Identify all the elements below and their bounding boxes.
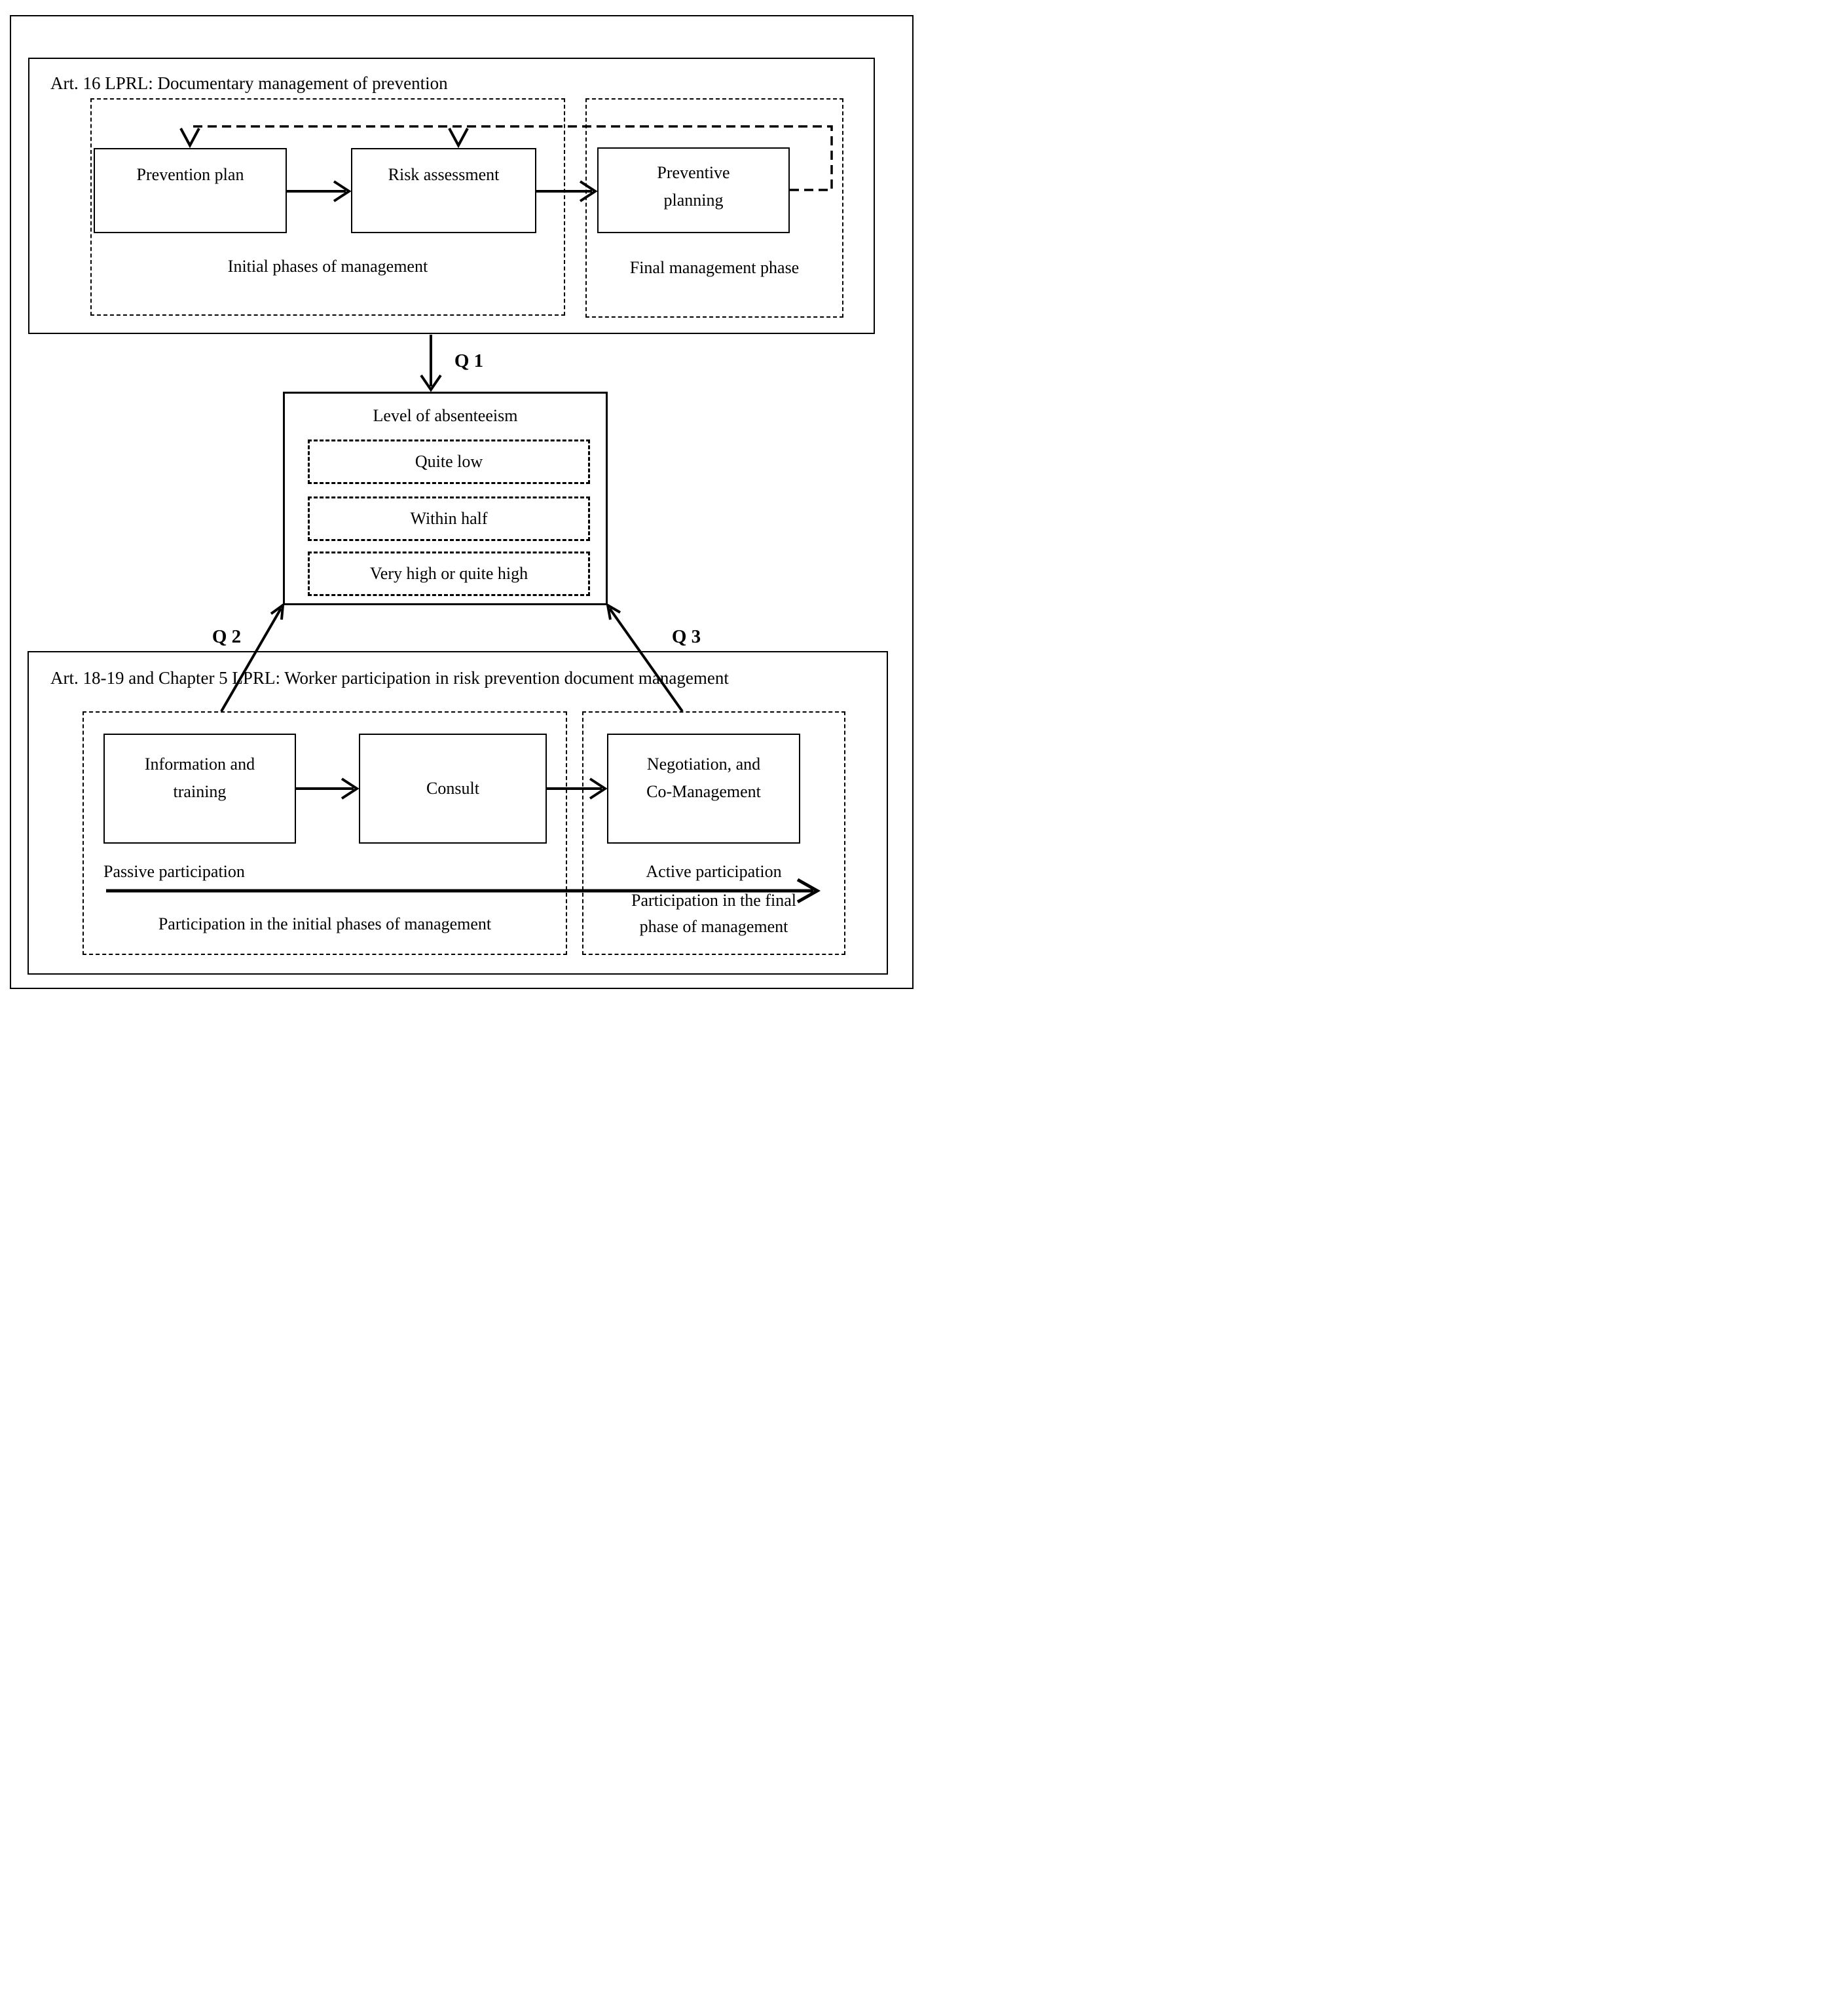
information-training-box: Information and training — [103, 734, 296, 844]
initial-participation-label: Participation in the initial phases of m… — [158, 914, 492, 933]
figure-outer-border — [10, 15, 914, 989]
information-training-label: Information and training — [144, 755, 255, 801]
final-participation-label: Participation in the final phase of mana… — [631, 891, 796, 936]
art1819-section-title: Art. 18-19 and Chapter 5 LPRL: Worker pa… — [50, 668, 729, 688]
risk-assessment-label: Risk assessment — [388, 165, 500, 184]
final-phase-dashed-box — [585, 98, 843, 318]
level-within-half-label: Within half — [410, 509, 488, 528]
level-quite-low-label: Quite low — [415, 452, 483, 471]
q2-label: Q 2 — [212, 626, 242, 647]
prevention-plan-label: Prevention plan — [136, 165, 244, 184]
figure-canvas: Art. 16 LPRL: Documentary management of … — [0, 0, 924, 1001]
preventive-planning-label: Preventive planning — [657, 163, 730, 210]
q1-label: Q 1 — [454, 350, 484, 371]
risk-assessment-box: Risk assessment — [351, 148, 536, 233]
art1819-section-box — [28, 651, 888, 975]
final-participation-dashed-box — [582, 711, 845, 955]
level-very-high-label: Very high or quite high — [369, 564, 528, 583]
consult-label: Consult — [426, 779, 479, 798]
art16-section-title: Art. 16 LPRL: Documentary management of … — [50, 73, 448, 93]
absenteeism-level-within-half: Within half — [308, 496, 590, 541]
passive-participation-label: Passive participation — [103, 862, 245, 881]
consult-box: Consult — [359, 734, 547, 844]
absenteeism-level-quite-low: Quite low — [308, 439, 590, 484]
initial-phases-label: Initial phases of management — [227, 257, 428, 276]
absenteeism-title: Level of absenteeism — [373, 406, 518, 425]
preventive-planning-box: Preventive planning — [597, 147, 790, 233]
q3-label: Q 3 — [671, 626, 701, 647]
initial-participation-dashed-box — [83, 711, 567, 955]
final-phase-label: Final management phase — [629, 258, 800, 277]
prevention-plan-box: Prevention plan — [94, 148, 287, 233]
initial-phases-dashed-box — [90, 98, 565, 316]
active-participation-label: Active participation — [646, 862, 782, 881]
negotiation-comanagement-label: Negotiation, and Co-Management — [646, 755, 761, 801]
art16-section-box — [28, 58, 875, 334]
negotiation-comanagement-box: Negotiation, and Co-Management — [607, 734, 800, 844]
absenteeism-level-very-high: Very high or quite high — [308, 552, 590, 596]
